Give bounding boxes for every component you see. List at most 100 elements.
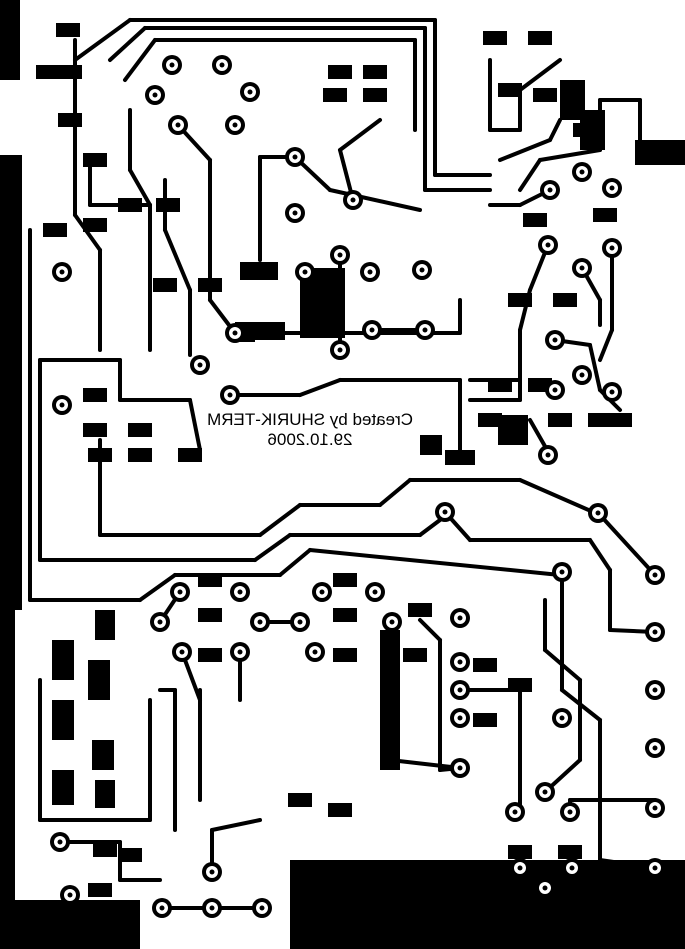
trace — [253, 533, 292, 562]
smd-pad — [88, 448, 112, 462]
smd-pad — [508, 678, 532, 692]
copper-pour — [95, 780, 115, 808]
trace — [108, 26, 147, 62]
drill-hole — [652, 745, 658, 751]
drill-hole — [422, 327, 428, 333]
smd-pad — [128, 448, 152, 462]
drill-hole — [579, 169, 585, 175]
drill-hole — [337, 252, 343, 258]
smd-pad — [488, 378, 512, 392]
credit-date: 29.10.2006 — [267, 430, 353, 449]
smd-pad — [83, 153, 107, 167]
smd-pad — [333, 608, 357, 622]
smd-pad — [93, 843, 117, 857]
smd-pad — [588, 413, 612, 427]
smd-pad — [328, 65, 352, 79]
smd-pad — [83, 388, 107, 402]
smd-pad — [553, 293, 577, 307]
drill-hole — [247, 89, 253, 95]
drill-hole — [372, 589, 378, 595]
drill-hole — [652, 805, 658, 811]
drill-hole — [209, 869, 215, 875]
drill-hole — [297, 619, 303, 625]
smd-pad — [178, 448, 202, 462]
smd-pad — [558, 845, 582, 859]
smd-pad — [36, 65, 60, 79]
drill-hole — [552, 337, 558, 343]
trace — [598, 513, 657, 577]
copper-pour — [445, 450, 475, 465]
credit-author: Created by SHURIK-TERM — [207, 410, 413, 429]
smd-pad — [58, 113, 82, 127]
drill-hole — [292, 210, 298, 216]
smd-pad — [83, 218, 107, 232]
drill-hole — [419, 267, 425, 273]
trace — [548, 118, 562, 142]
trace — [518, 478, 602, 517]
drill-hole — [369, 327, 375, 333]
drill-hole — [59, 402, 65, 408]
copper-pour — [92, 740, 114, 770]
smd-pad — [153, 278, 177, 292]
copper-pour — [360, 860, 390, 890]
drill-hole — [457, 715, 463, 721]
copper-pour — [290, 860, 685, 949]
smd-pad — [483, 31, 507, 45]
drill-hole — [157, 619, 163, 625]
smd-pad — [43, 223, 67, 237]
drill-hole — [609, 185, 615, 191]
drill-hole — [232, 330, 238, 336]
smd-pad — [56, 23, 80, 37]
copper-pour — [0, 900, 140, 949]
drill-hole — [517, 865, 523, 871]
drill-hole — [312, 649, 318, 655]
trace — [543, 648, 582, 682]
trace — [498, 138, 552, 162]
drill-hole — [609, 245, 615, 251]
trace — [278, 548, 312, 577]
smd-pad — [128, 423, 152, 437]
trace — [378, 478, 412, 507]
trace — [518, 158, 542, 192]
trace — [123, 38, 157, 82]
drill-hole — [389, 619, 395, 625]
drill-hole — [59, 269, 65, 275]
drill-hole — [609, 389, 615, 395]
smd-pad — [528, 31, 552, 45]
smd-pad — [333, 648, 357, 662]
smd-pad — [288, 793, 312, 807]
copper-pour — [0, 610, 15, 910]
smd-pad — [403, 648, 427, 662]
smd-pad — [118, 198, 142, 212]
copper-pour — [240, 262, 278, 280]
smd-pad — [408, 603, 432, 617]
drill-hole — [567, 809, 573, 815]
smd-pad — [593, 208, 617, 222]
trace — [338, 118, 382, 152]
drill-hole — [197, 362, 203, 368]
drill-hole — [237, 649, 243, 655]
smd-pad — [198, 573, 222, 587]
smd-pad — [548, 413, 572, 427]
drill-hole — [569, 865, 575, 871]
drill-hole — [292, 154, 298, 160]
smd-pad — [473, 713, 497, 727]
drill-hole — [652, 572, 658, 578]
drill-hole — [367, 269, 373, 275]
drill-hole — [442, 509, 448, 515]
drill-hole — [579, 372, 585, 378]
smd-pad — [333, 573, 357, 587]
smd-pad — [608, 413, 632, 427]
drill-hole — [232, 122, 238, 128]
smd-pad — [473, 658, 497, 672]
drill-hole — [175, 122, 181, 128]
drill-hole — [542, 885, 548, 891]
trace — [138, 573, 177, 602]
trace — [210, 818, 262, 832]
copper-pour — [88, 660, 110, 700]
smd-pad — [198, 278, 222, 292]
drill-hole — [547, 187, 553, 193]
smd-pad — [83, 423, 107, 437]
smd-pad — [508, 845, 532, 859]
drill-hole — [319, 589, 325, 595]
